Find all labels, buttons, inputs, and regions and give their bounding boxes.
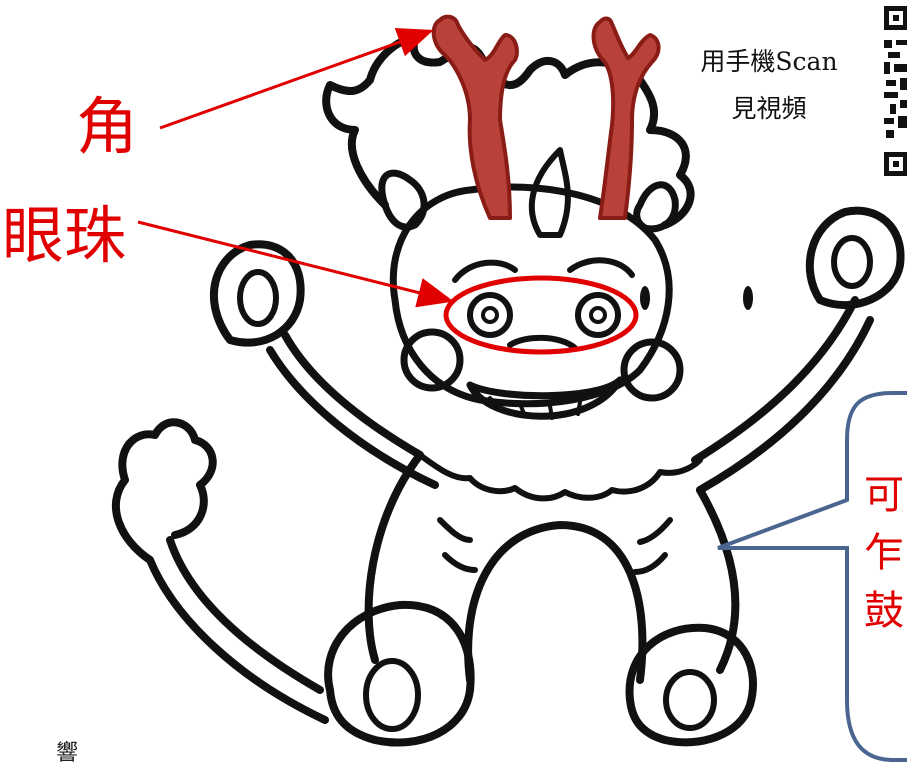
left-cheek: [400, 328, 464, 392]
right-hand: [805, 206, 905, 309]
right-cheek: [620, 338, 684, 402]
body-outline: [364, 451, 740, 674]
right-arm-inner: [696, 316, 874, 494]
eyes-label: 眼珠: [2, 199, 127, 272]
horn-arrow: [159, 27, 434, 130]
horn-label: 角: [76, 90, 139, 163]
left-hand: [210, 240, 305, 347]
left-arm: [281, 331, 424, 459]
tail: [166, 536, 324, 694]
speech-bubble-text: 可 乍 鼓: [864, 466, 907, 640]
body-marks-right: [632, 517, 673, 575]
right-foot: [625, 623, 757, 747]
dot-right: [743, 286, 753, 310]
right-pupil: [589, 306, 607, 324]
teeth: [488, 396, 582, 420]
mouth: [466, 376, 624, 420]
right-hand-pad: [831, 235, 873, 289]
right-horn: [591, 16, 661, 220]
right-brow: [567, 257, 635, 278]
speech-bubble-line: 鼓: [864, 588, 904, 634]
right-foot-pad: [663, 669, 717, 731]
right-arm: [691, 296, 859, 464]
right-eye: [575, 292, 621, 338]
speech-bubble: [717, 391, 907, 762]
left-brow: [452, 259, 518, 283]
eyes-arrow: [137, 220, 454, 308]
qr-code-icon[interactable]: [880, 0, 907, 180]
scan-instruction-line1: 用手機Scan: [700, 47, 838, 76]
belly: [464, 521, 647, 684]
speech-bubble-line: 乍: [864, 530, 904, 576]
left-foot-pad: [363, 658, 421, 732]
horns: [431, 14, 661, 220]
right-ear: [633, 181, 679, 233]
scan-instruction-line2: 見視頻: [731, 94, 807, 123]
tail-tuft: [112, 418, 217, 564]
nose: [507, 334, 578, 351]
left-eye: [467, 292, 513, 338]
left-pupil: [481, 306, 499, 324]
left-ear: [378, 169, 428, 231]
left-foot: [324, 600, 475, 747]
collar: [417, 452, 703, 502]
dot-left: [640, 286, 650, 310]
left-horn: [431, 14, 519, 220]
left-hand-pad: [237, 269, 279, 327]
forehead-flame: [528, 147, 571, 238]
head-outline: [389, 183, 673, 408]
body-marks-left: [437, 517, 478, 573]
corner-caption: 響: [56, 741, 79, 766]
creature-illustration: [112, 34, 905, 747]
tail-inner: [146, 556, 329, 724]
eyes-highlight-ellipse: [443, 275, 639, 355]
speech-bubble-line: 可: [864, 472, 904, 518]
